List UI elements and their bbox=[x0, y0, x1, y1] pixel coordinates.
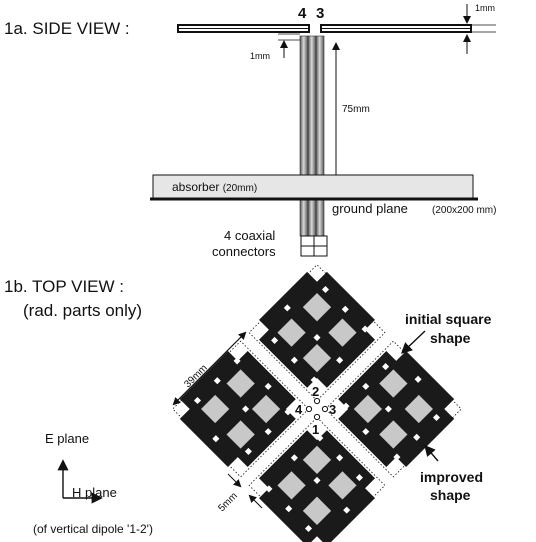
port-1: 1 bbox=[312, 422, 319, 437]
side-view-title: 1a. SIDE VIEW : bbox=[4, 19, 130, 38]
gap-dimension bbox=[278, 33, 300, 58]
h-plane-label: H plane bbox=[72, 485, 117, 500]
fractal-arm bbox=[248, 416, 386, 542]
dipole-note: (of vertical dipole '1-2') bbox=[33, 522, 153, 536]
coax-bundle bbox=[299, 35, 325, 237]
initial-shape-label-2: shape bbox=[430, 330, 471, 346]
coax-connectors bbox=[300, 235, 328, 257]
arm-gap-label: 5mm bbox=[216, 491, 240, 515]
side-view-arms bbox=[177, 24, 472, 33]
ground-plane-dim: (200x200 mm) bbox=[432, 205, 496, 216]
arm-gap-dimension bbox=[227, 473, 263, 509]
fractal-arm bbox=[172, 340, 310, 478]
feed-ports bbox=[305, 397, 329, 421]
absorber-dim: (20mm) bbox=[223, 183, 257, 194]
size-dimension bbox=[172, 331, 247, 406]
thickness-dimension bbox=[460, 4, 496, 54]
improved-shape-label-1: improved bbox=[420, 469, 483, 485]
improved-shape-label-2: shape bbox=[430, 487, 471, 503]
gap-label: 1mm bbox=[250, 51, 270, 61]
port-2: 2 bbox=[312, 384, 319, 399]
port-4-label: 4 bbox=[298, 5, 307, 22]
connectors-label-1: 4 coaxial bbox=[224, 228, 275, 243]
improved-shape-arrow bbox=[424, 444, 439, 462]
connectors-label-2: connectors bbox=[212, 244, 276, 259]
port-4: 4 bbox=[295, 402, 303, 417]
port-3-label: 3 bbox=[316, 5, 324, 22]
absorber-label: absorber bbox=[172, 180, 219, 194]
e-plane-label: E plane bbox=[45, 431, 89, 446]
initial-shape-arrow bbox=[400, 330, 426, 354]
fractal-radiators bbox=[172, 264, 462, 542]
top-view-title: 1b. TOP VIEW : bbox=[4, 277, 124, 296]
ground-plane-label: ground plane bbox=[332, 201, 408, 216]
fractal-arm bbox=[324, 340, 462, 478]
height-label: 75mm bbox=[342, 104, 370, 115]
top-view-subtitle: (rad. parts only) bbox=[23, 301, 142, 320]
thickness-label: 1mm bbox=[475, 3, 495, 13]
port-3: 3 bbox=[329, 402, 336, 417]
initial-shape-label-1: initial square bbox=[405, 311, 492, 327]
fractal-arm bbox=[248, 264, 386, 402]
plane-axes bbox=[57, 459, 103, 504]
svg-text:absorber (20mm): absorber (20mm) bbox=[172, 180, 257, 194]
